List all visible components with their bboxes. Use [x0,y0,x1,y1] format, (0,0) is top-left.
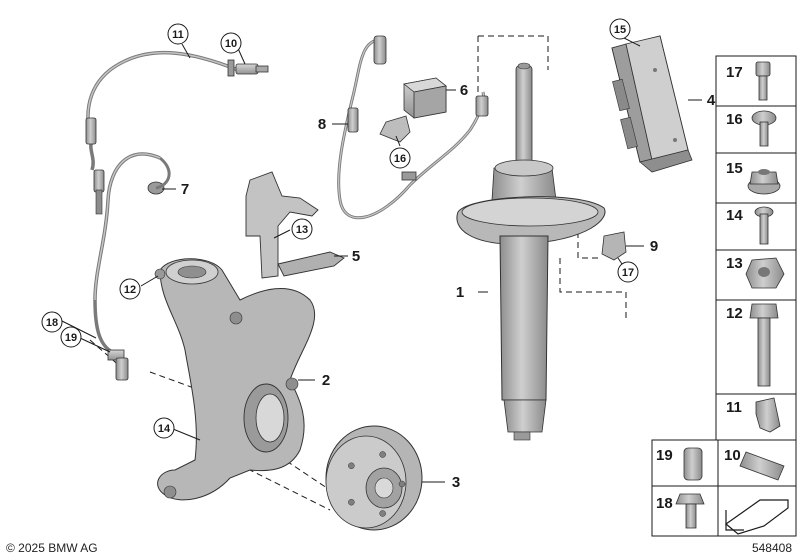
wheel-bolt-hole [398,480,406,488]
callout-8: 8 [318,116,326,133]
panel-part-11-clip [755,397,781,433]
callout-14: 14 [153,417,175,439]
callout-18-label: 18 [46,317,58,329]
panel-label-15: 15 [726,160,743,177]
wheel-hub [325,425,423,531]
control-unit [611,35,693,173]
panel-part-17-screw [755,61,771,101]
callout-12: 12 [119,278,141,300]
callout-6: 6 [460,82,468,99]
callout-3: 3 [452,474,460,491]
callout-5: 5 [352,248,360,265]
panel-label-14: 14 [726,207,743,224]
callout-14-label: 14 [158,423,171,435]
callout-17-label: 17 [622,267,634,279]
wheel-speed-sensor-cable [85,50,269,381]
parts-panel-labels: 17 16 15 14 13 12 11 19 10 18 [656,64,743,512]
callout-19: 19 [60,326,82,348]
callout-11: 11 [167,23,189,45]
shock-absorber-strut [456,62,606,441]
bracket [601,231,627,261]
panel-part-18-screw [675,493,705,529]
callout-1: 1 [456,284,464,301]
panel-label-19: 19 [656,447,673,464]
callout-9: 9 [650,238,658,255]
panel-part-14-screw [754,206,774,245]
panel-label-16: 16 [726,111,743,128]
callout-10-label: 10 [225,38,237,50]
wheel-bolt-hole [348,462,355,470]
sensor-module [379,77,447,143]
panel-label-13: 13 [726,255,743,272]
panel-part-13-nut [745,257,785,289]
callout-4: 4 [707,92,716,109]
wheel-bolt-hole [379,510,386,517]
wheel-bolt-hole [379,451,386,458]
panel-part-15-nut [747,169,781,195]
direction-arrow-icon [725,499,789,535]
panel-part-10-clip [739,451,785,481]
panel-label-10: 10 [724,447,741,464]
diagram-number: 548408 [751,541,792,555]
callout-15-label: 15 [614,24,626,36]
panel-part-19-spring-nut [683,447,703,481]
callout-11-label: 11 [172,29,184,41]
panel-label-11: 11 [726,399,742,416]
callout-leaders [59,37,702,483]
panel-label-12: 12 [726,305,743,322]
callout-7: 7 [181,181,189,198]
wheel-bolt-hole [348,498,355,506]
callout-10: 10 [220,32,242,54]
cable-bracket [245,171,345,279]
callout-19-label: 19 [65,332,77,344]
wheel-bolt-holes [348,451,406,517]
callout-13: 13 [291,218,313,240]
panel-label-17: 17 [726,64,743,81]
callout-15: 15 [609,18,631,40]
steering-knuckle [154,258,316,501]
parts-panel [651,55,797,537]
callout-12-label: 12 [124,284,136,296]
callout-17: 17 [617,261,639,283]
panel-part-16-screw [751,110,777,147]
copyright-text: © 2025 BMW AG [6,541,98,555]
panel-label-18: 18 [656,495,673,512]
callout-2: 2 [322,372,330,389]
callout-13-label: 13 [296,224,308,236]
callout-labels: 1 2 3 4 5 6 7 8 9 10 11 12 13 14 1 [41,18,716,491]
callout-16: 16 [389,147,411,169]
panel-part-12-bolt [749,303,779,387]
callout-18: 18 [41,311,63,333]
height-sensor-cable [337,35,489,220]
callout-16-label: 16 [394,153,406,165]
